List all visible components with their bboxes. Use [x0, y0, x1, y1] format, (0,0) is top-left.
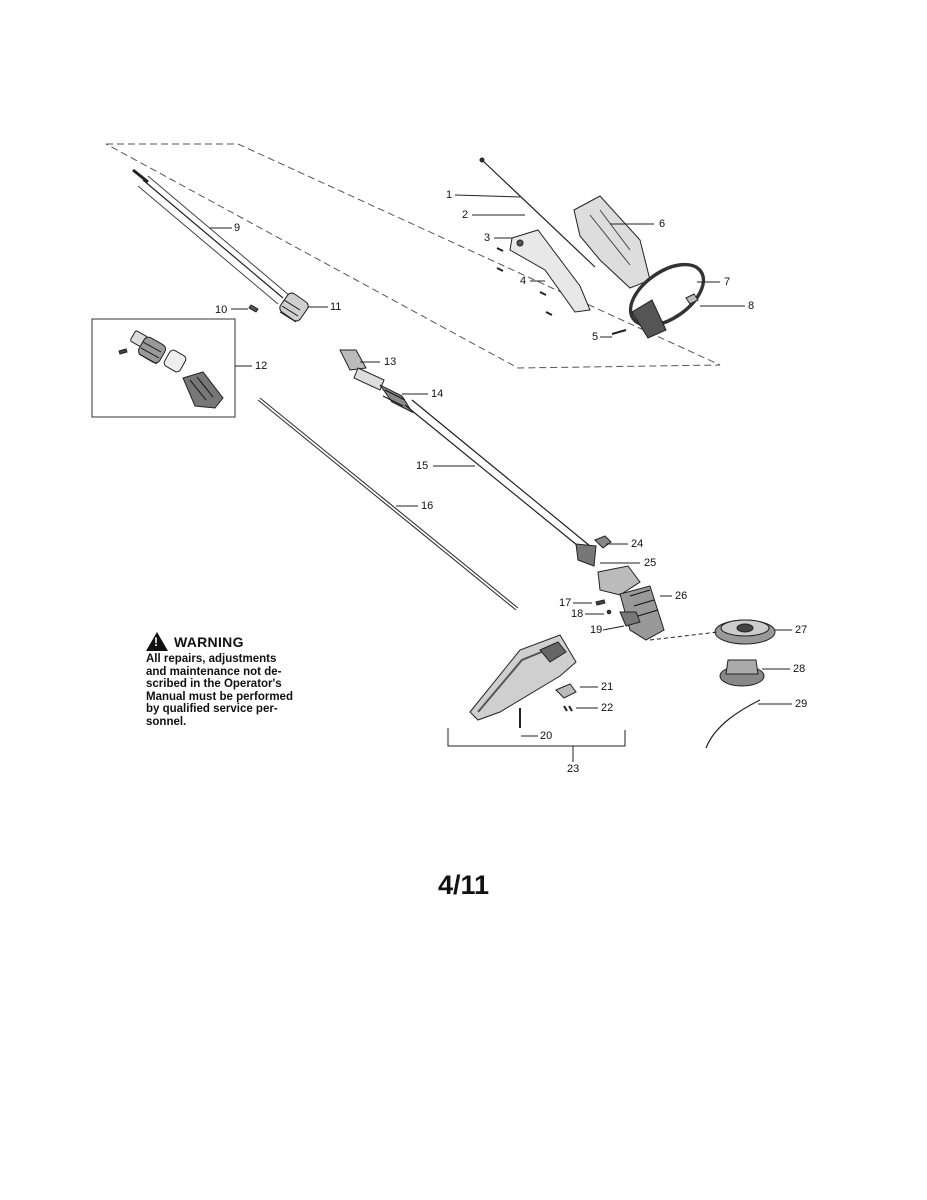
part-number-1: 1 — [446, 189, 453, 201]
part-number-7: 7 — [724, 276, 731, 288]
warning-header: ! WARNING — [146, 632, 312, 651]
part-number-3: 3 — [484, 232, 491, 244]
part-number-24: 24 — [631, 538, 644, 550]
part-number-13: 13 — [384, 356, 397, 368]
part-number-9: 9 — [234, 222, 241, 234]
warning-line: and maintenance not de- — [146, 665, 282, 678]
part-number-12: 12 — [255, 360, 268, 372]
leader-1 — [454, 194, 521, 198]
bracket-23 — [447, 728, 626, 747]
part-number-8: 8 — [748, 300, 755, 312]
part-number-11: 11 — [330, 301, 342, 313]
part-number-17: 17 — [559, 597, 572, 609]
trimmer-head — [649, 619, 776, 749]
part-number-23: 23 — [567, 763, 580, 775]
part-number-19: 19 — [590, 624, 603, 636]
part-number-18: 18 — [571, 608, 584, 620]
warning-line: by qualified service per- — [146, 703, 278, 715]
leader-19 — [602, 625, 625, 631]
part-number-26: 26 — [675, 590, 688, 602]
drive-cable — [257, 397, 519, 611]
coupler-kit-parts — [118, 330, 224, 409]
warning-line: Manual must be performed — [146, 690, 293, 703]
handle-assembly — [479, 157, 706, 339]
part-number-10: 10 — [215, 304, 228, 316]
part-number-27: 27 — [795, 624, 808, 636]
dashed-enclosure — [105, 143, 721, 369]
page-number: 4/11 — [437, 870, 490, 900]
part-number-25: 25 — [644, 557, 657, 569]
part-number-22: 22 — [601, 702, 614, 714]
part-number-6: 6 — [659, 218, 666, 230]
warning-line: scribed in the Operator's — [146, 678, 282, 690]
part-number-29: 29 — [795, 698, 808, 710]
warning-triangle-icon: ! — [146, 632, 168, 651]
warning-line: All repairs, adjustments — [146, 653, 277, 665]
lower-shaft — [339, 349, 597, 567]
part-number-20: 20 — [540, 730, 553, 742]
warning-body: All repairs, adjustments and maintenance… — [146, 653, 312, 728]
warning-title: WARNING — [174, 633, 244, 650]
upper-shaft — [132, 168, 309, 323]
part-number-16: 16 — [421, 500, 434, 512]
part-number-28: 28 — [793, 663, 806, 675]
guard-assembly — [469, 634, 577, 728]
warning-line: sonnel. — [146, 715, 187, 728]
part-number-5: 5 — [592, 331, 599, 343]
screw-10 — [248, 304, 259, 313]
gearbox-assembly — [594, 535, 665, 641]
part-number-15: 15 — [416, 460, 429, 472]
part-number-4: 4 — [520, 275, 527, 287]
part-number-2: 2 — [462, 209, 469, 221]
part-number-21: 21 — [601, 681, 614, 693]
warning-notice: ! WARNING All repairs, adjustments and m… — [146, 632, 312, 728]
part-number-14: 14 — [431, 388, 444, 400]
coupler-kit-box — [91, 318, 236, 418]
